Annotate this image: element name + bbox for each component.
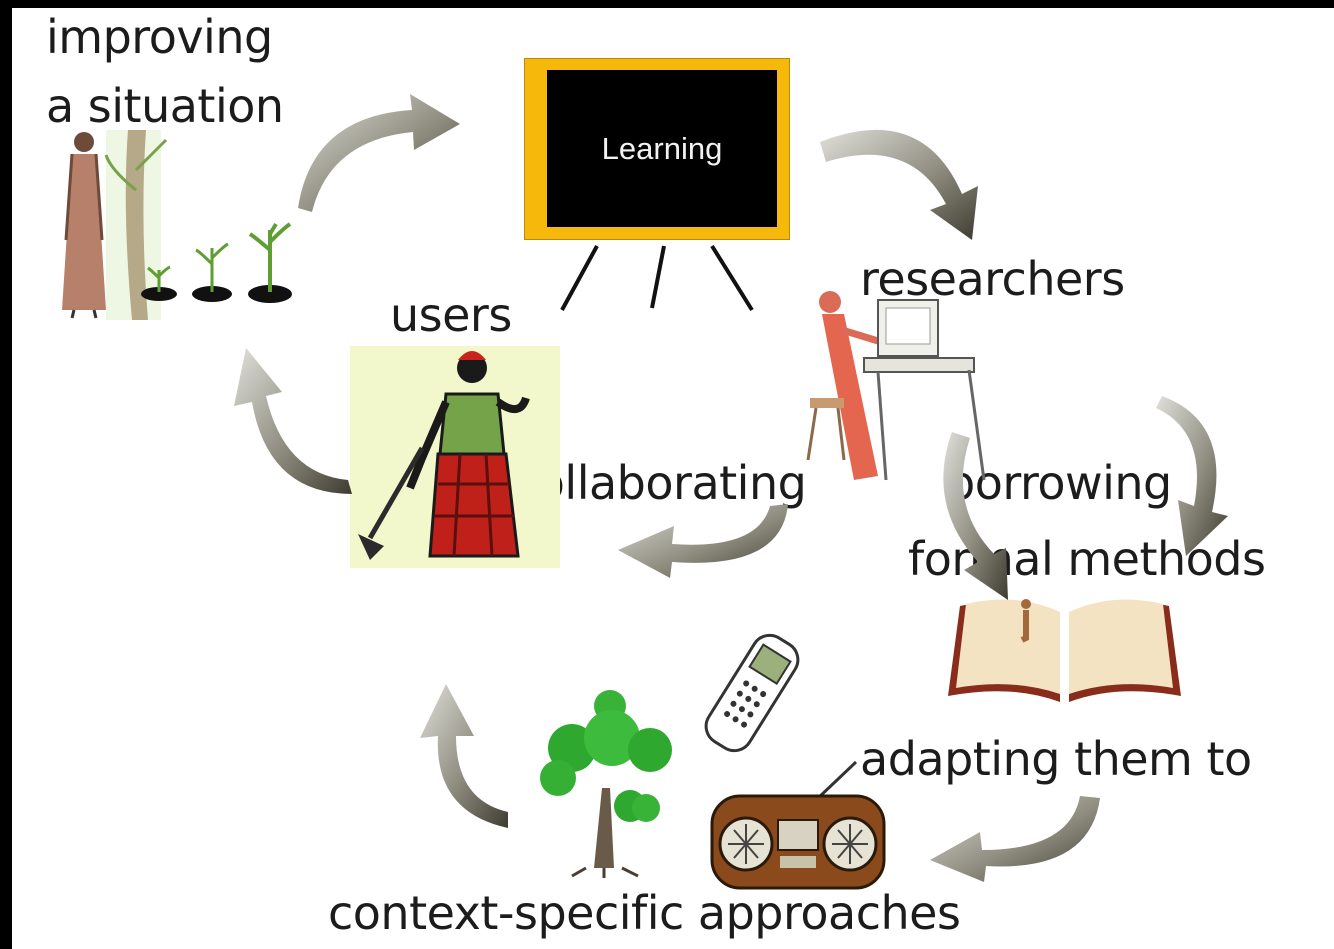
learning-board: Learning bbox=[524, 58, 790, 240]
learning-board-screen: Learning bbox=[547, 70, 777, 227]
label-collaborating: collaborating bbox=[512, 456, 807, 510]
label-users: users bbox=[390, 288, 512, 342]
label-improving: improving bbox=[46, 10, 273, 64]
diagram-canvas: Learning improving a situation users res… bbox=[12, 8, 1334, 949]
open-book-icon bbox=[948, 599, 1181, 702]
radio-icon bbox=[710, 760, 886, 890]
arrow-tree-to-users bbox=[420, 684, 508, 828]
arrow-researchers-to-book bbox=[943, 432, 1008, 600]
farmer-with-sapling-icon bbox=[62, 130, 292, 320]
label-adapting: adapting them to bbox=[860, 732, 1252, 786]
label-context: context-specific approaches bbox=[328, 886, 961, 940]
woman-with-hoe-icon bbox=[350, 346, 560, 568]
arrow-learning-to-researchers bbox=[820, 129, 978, 240]
label-situation: a situation bbox=[46, 79, 284, 133]
mobile-phone-icon bbox=[704, 633, 800, 753]
label-researchers: researchers bbox=[860, 252, 1125, 306]
arrow-situation-to-learning bbox=[298, 94, 460, 212]
tree-icon bbox=[540, 690, 672, 878]
arrow-collaborating-to-users bbox=[618, 504, 788, 578]
board-stand-icon bbox=[560, 244, 754, 312]
board-title: Learning bbox=[601, 130, 723, 166]
arrow-right-to-formal bbox=[1156, 396, 1228, 556]
arrow-adapting-to-radio bbox=[930, 796, 1100, 882]
arrow-users-to-situation bbox=[234, 348, 352, 494]
researcher-at-computer-icon bbox=[806, 291, 986, 481]
